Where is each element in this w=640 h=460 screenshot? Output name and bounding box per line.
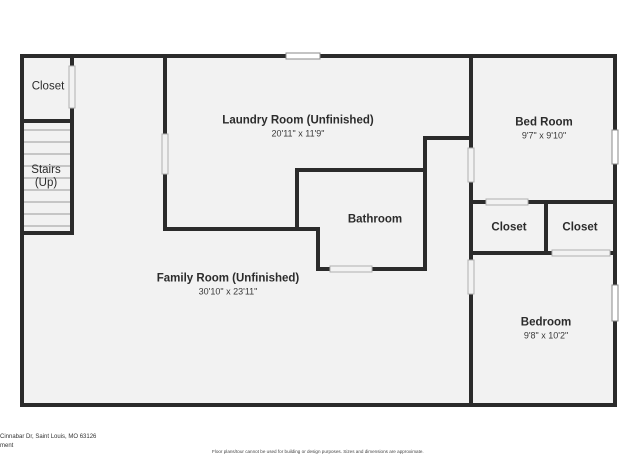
stairs-label-line1: Stairs <box>31 163 61 176</box>
stairs-treads <box>24 129 70 227</box>
bathroom-label: Bathroom <box>347 213 403 226</box>
address-line1: Cinnabar Dr, Saint Louis, MO 63126 <box>0 434 97 440</box>
bed-room-label: Bed Room 9'7" x 9'10" <box>515 117 573 142</box>
family-room-name: Family Room (Unfinished) <box>156 272 300 285</box>
bed-room-dims: 9'7" x 9'10" <box>521 130 567 141</box>
window-laundry-top <box>285 52 321 60</box>
disclaimer-text: Floor plans/tour cannot be used for buil… <box>212 449 424 454</box>
opening-bedroom-left <box>467 259 475 295</box>
stairs-label: Stairs (Up) <box>31 164 60 190</box>
property-address: Cinnabar Dr, Saint Louis, MO 63126 ment <box>0 433 96 451</box>
laundry-wall <box>163 56 472 271</box>
family-room-label: Family Room (Unfinished) 30'10" x 23'11" <box>157 273 299 298</box>
window-bed-room-right <box>611 129 619 165</box>
windows <box>285 52 619 322</box>
closet-left-label: Closet <box>31 80 65 93</box>
opening-closet-left <box>68 65 76 109</box>
opening-closet-mid-top <box>485 198 529 206</box>
opening-laundry-left <box>161 133 169 175</box>
bedroom-label: Bedroom 9'8" x 10'2" <box>521 317 571 342</box>
family-room-dims: 30'10" x 23'11" <box>198 286 258 297</box>
window-bedroom-right <box>611 284 619 322</box>
laundry-room-name: Laundry Room (Unfinished) <box>222 114 374 127</box>
opening-bed-room-left <box>467 147 475 183</box>
closet-right-label: Closet <box>562 221 598 234</box>
door-openings <box>68 65 611 295</box>
bedroom-dims: 9'8" x 10'2" <box>523 330 569 341</box>
laundry-room-label: Laundry Room (Unfinished) 20'11" x 11'9" <box>222 115 373 140</box>
opening-bathroom-bottom <box>329 265 373 273</box>
opening-closet-right-bottom <box>551 249 611 257</box>
address-line2: ment <box>0 443 14 449</box>
bed-room-name: Bed Room <box>515 116 573 129</box>
laundry-room-dims: 20'11" x 11'9" <box>271 128 325 139</box>
bedroom-name: Bedroom <box>520 316 572 329</box>
closet-mid-label: Closet <box>491 221 527 234</box>
stairs-label-line2: (Up) <box>34 177 58 189</box>
